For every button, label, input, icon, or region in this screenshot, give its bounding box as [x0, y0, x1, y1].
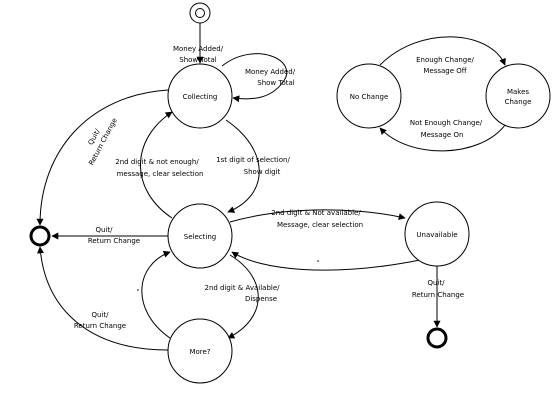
label-start-collecting-1: Money Added/: [173, 45, 224, 53]
stray-mark-lower: [137, 289, 139, 291]
state-makes-change-label-line2: Change: [505, 98, 532, 106]
edge-makeschange-to-nochange: [379, 124, 506, 152]
edge-more-to-selecting: [141, 250, 171, 339]
edge-more-quit: [37, 246, 169, 351]
state-collecting-label: Collecting: [183, 93, 218, 101]
label-more-quit-2: Return Change: [74, 322, 126, 330]
label-selecting-quit-1: Quit/: [96, 226, 114, 234]
label-selecting-to-unavailable-2: Message, clear selection: [277, 221, 363, 229]
edge-collecting-to-selecting: [225, 119, 260, 213]
edge-selecting-to-collecting: [140, 111, 173, 219]
label-collecting-to-selecting-1: 1st digit of selection/: [216, 156, 290, 164]
label-selecting-to-more-2: Dispense: [245, 295, 277, 303]
label-unavailable-quit-2: Return Change: [412, 291, 464, 299]
label-collecting-to-selecting-2: Show digit: [244, 168, 281, 176]
state-selecting-label: Selecting: [184, 233, 216, 241]
label-collecting-self-1: Money Added/: [245, 68, 296, 76]
edge-collecting-quit: [36, 89, 169, 226]
state-no-change-label: No Change: [350, 93, 389, 101]
label-unavailable-quit-1: Quit/: [428, 279, 446, 287]
stray-mark-upper: [317, 260, 319, 262]
label-nochange-to-makeschange-1: Enough Change/: [416, 56, 474, 64]
label-more-quit-1: Quit/: [92, 311, 110, 319]
state-more-label: More?: [189, 348, 210, 356]
final-state-left: [29, 225, 51, 247]
edge-selecting-to-unavailable: [229, 209, 406, 223]
state-collecting: Collecting: [167, 63, 233, 129]
label-nochange-to-makeschange-2: Message Off: [423, 67, 466, 75]
label-selecting-to-collecting-1: 2nd digit & not enough/: [115, 158, 199, 166]
label-makeschange-to-nochange-2: Message On: [421, 131, 464, 139]
state-more: More?: [167, 318, 233, 384]
final-state-unavailable: [426, 327, 448, 349]
label-selecting-quit-2: Return Change: [88, 237, 140, 245]
state-selecting: Selecting: [167, 203, 233, 269]
edge-collecting-self: [221, 53, 288, 103]
label-collecting-self-2: Show Total: [257, 79, 295, 87]
label-selecting-to-collecting-2: message, clear selection: [117, 170, 204, 178]
state-no-change: No Change: [336, 63, 402, 129]
state-unavailable-label: Unavailable: [416, 231, 457, 239]
label-makeschange-to-nochange-1: Not Enough Change/: [410, 119, 483, 127]
label-selecting-to-more-1: 2nd digit & Available/: [204, 284, 280, 292]
state-makes-change: Makes Change: [485, 63, 551, 129]
label-selecting-to-unavailable-1: 2nd digit & Not available/: [271, 209, 361, 217]
state-unavailable: Unavailable: [404, 201, 470, 267]
edge-nochange-to-makeschange: [379, 36, 506, 66]
edge-selecting-to-more: [227, 254, 259, 339]
label-start-collecting-2: Show Total: [179, 56, 217, 64]
edge-unavailable-to-selecting: [231, 251, 421, 271]
start-state: [189, 2, 211, 24]
state-makes-change-label-line1: Makes: [507, 88, 529, 96]
